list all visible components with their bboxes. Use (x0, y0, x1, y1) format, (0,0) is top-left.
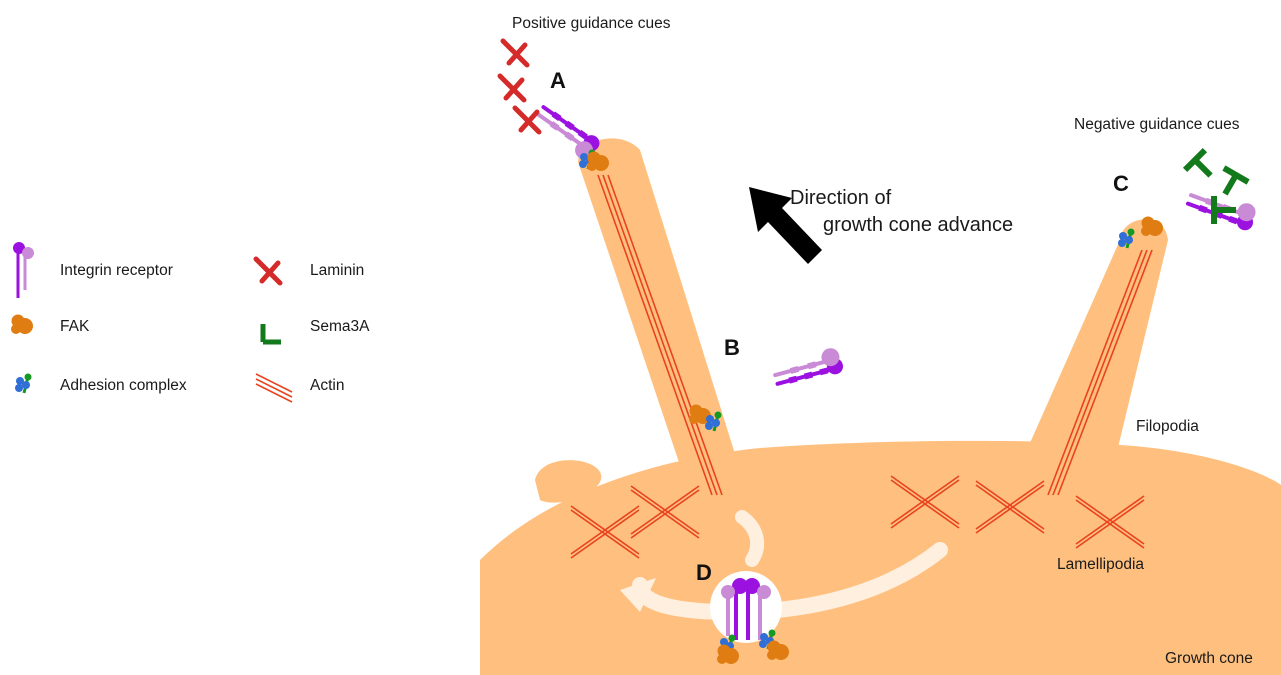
panel-a-label: A (550, 68, 566, 94)
direction-label-line1: Direction of (790, 187, 891, 210)
panel-b-label: B (724, 335, 740, 361)
legend-sema3a-label: Sema3A (310, 318, 369, 336)
legend-fak-label: FAK (60, 318, 89, 336)
panel-c-label: C (1113, 171, 1129, 197)
legend-integrin-label: Integrin receptor (60, 262, 173, 280)
legend-actin-icon (256, 374, 292, 402)
panel-d-label: D (696, 560, 712, 586)
legend-adhesion-label: Adhesion complex (60, 377, 187, 395)
legend-adhesion-icon (15, 374, 32, 394)
legend-actin-label: Actin (310, 377, 344, 395)
laminin-cues (500, 41, 539, 132)
negative-cues-label: Negative guidance cues (1074, 116, 1239, 134)
integrin-a (531, 102, 609, 171)
growth-cone-label: Growth cone (1165, 650, 1253, 668)
filopodia-label: Filopodia (1136, 418, 1199, 436)
legend-fak-icon (11, 315, 33, 335)
legend-sema3a-icon (263, 324, 281, 342)
legend-laminin-icon (256, 259, 280, 283)
direction-label-line2: growth cone advance (823, 214, 1013, 237)
legend-laminin-label: Laminin (310, 262, 364, 280)
lamellipodia-label: Lamellipodia (1057, 556, 1144, 574)
legend-integrin-icon (13, 242, 34, 298)
positive-cues-label: Positive guidance cues (512, 15, 671, 33)
